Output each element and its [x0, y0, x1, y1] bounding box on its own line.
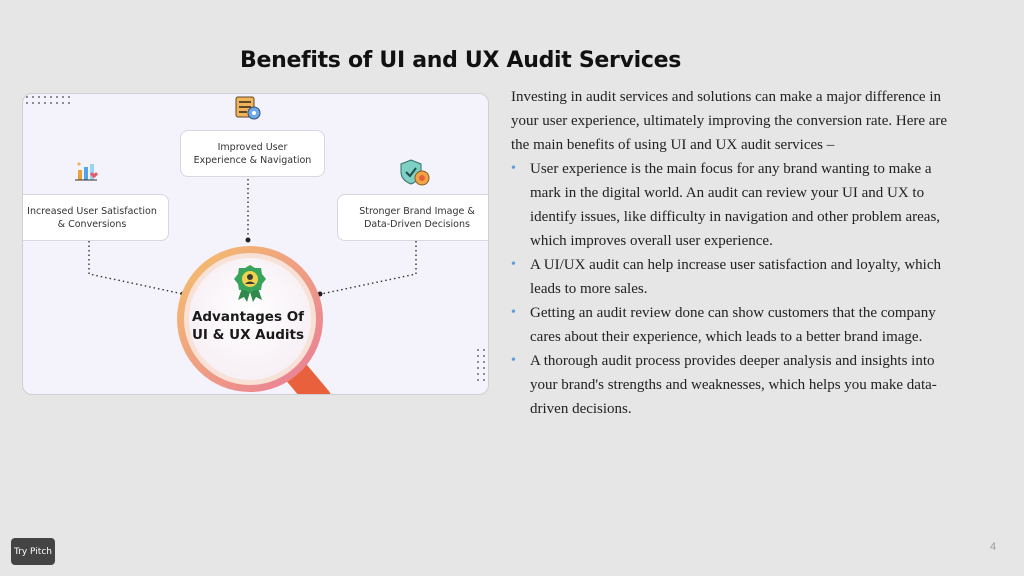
advantages-illustration: Improved User Experience & Navigation In…	[22, 93, 489, 395]
connector-lines	[88, 179, 417, 295]
slide-title: Benefits of UI and UX Audit Services	[240, 48, 682, 73]
list-item: • A UI/UX audit can help increase user sa…	[511, 253, 961, 301]
card-text-line: Improved User	[217, 141, 288, 153]
checklist-gear-icon	[235, 96, 261, 120]
card-increased-user-satisfaction: Increased User Satisfaction & Conversion…	[23, 194, 169, 241]
bullet-icon: •	[511, 257, 516, 272]
intro-paragraph: Investing in audit services and solution…	[511, 89, 948, 153]
dot-grid-bottom-right	[477, 349, 485, 381]
card-text-line: Data-Driven Decisions	[364, 218, 470, 230]
list-item: • A thorough audit process provides deepe…	[511, 349, 961, 421]
advantages-heading: Advantages Of UI & UX Audits	[185, 308, 311, 344]
magnifier-lens	[189, 258, 311, 380]
bar-chart-hearts-icon	[75, 162, 98, 181]
shield-badge-icon	[400, 159, 430, 186]
benefits-list: • User experience is the main focus for a…	[511, 157, 961, 421]
card-text-line: Experience & Navigation	[193, 154, 312, 166]
content-text: Investing in audit services and solution…	[511, 85, 961, 421]
card-text-line: Increased User Satisfaction	[27, 205, 157, 217]
list-item: • User experience is the main focus for a…	[511, 157, 961, 253]
bullet-icon: •	[511, 161, 516, 176]
dot-grid-top-left	[26, 96, 70, 104]
card-text-line: & Conversions	[57, 218, 127, 230]
bullet-icon: •	[511, 353, 516, 368]
advantages-heading-line: UI & UX Audits	[191, 327, 305, 343]
try-pitch-button[interactable]: Try Pitch	[11, 538, 55, 565]
award-badge-icon	[234, 265, 266, 302]
list-item-text: A thorough audit process provides deeper…	[530, 353, 937, 417]
list-item: • Getting an audit review done can show c…	[511, 301, 961, 349]
page-number: 4	[990, 541, 997, 553]
card-stronger-brand-image: Stronger Brand Image & Data-Driven Decis…	[337, 194, 488, 241]
illustration-graphic	[26, 96, 485, 394]
advantages-heading-line: Advantages Of	[191, 309, 305, 325]
bullet-icon: •	[511, 305, 516, 320]
card-text-line: Stronger Brand Image &	[359, 205, 475, 217]
list-item-text: User experience is the main focus for an…	[530, 161, 941, 249]
list-item-text: A UI/UX audit can help increase user sat…	[530, 257, 941, 297]
list-item-text: Getting an audit review done can show cu…	[530, 305, 936, 345]
card-improved-user-experience: Improved User Experience & Navigation	[180, 130, 325, 177]
